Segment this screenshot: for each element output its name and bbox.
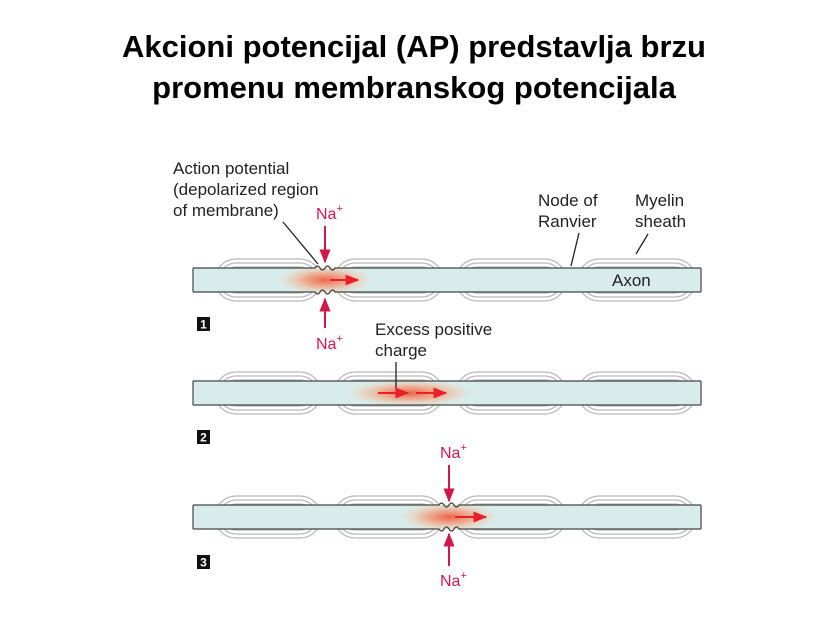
- na-ion-label-row1-bottom: Na+: [316, 333, 343, 353]
- na-ion-label-row1-top: Na+: [316, 203, 343, 223]
- node-of-ranvier-label-line-2: Ranvier: [538, 212, 597, 231]
- myelin-sheath-label-line-2: sheath: [635, 212, 686, 231]
- myelin-pointer-line: [635, 233, 649, 255]
- slide-title-line-2: promenu membranskog potencijala: [152, 70, 676, 105]
- slide-title-line-1: Akcioni potencijal (AP) predstavlja brzu: [122, 29, 706, 64]
- step-badge-3: [197, 555, 210, 569]
- axon-label: Axon: [612, 271, 651, 290]
- axon-membrane-row-3: [192, 502, 702, 532]
- depolarized-region-row-2: [345, 379, 475, 407]
- na-ion-label-row3-bottom: Na+: [440, 570, 467, 590]
- depolarized-region-row-1: [277, 265, 373, 295]
- step-badge-2: [197, 430, 210, 444]
- excess-charge-label-line-2: charge: [375, 341, 427, 360]
- node-pointer-line: [570, 232, 580, 267]
- axon-membrane-row-2: [192, 380, 702, 406]
- step-number-3: 3: [200, 556, 207, 570]
- node-of-ranvier-label-line-1: Node of: [538, 191, 598, 210]
- depolarized-region-row-3: [399, 502, 499, 532]
- ap-pointer-line: [282, 221, 319, 265]
- ap-label-line-1: Action potential: [173, 159, 289, 178]
- axon-membrane-row-1: [192, 265, 702, 295]
- na-ion-label-row3-top: Na+: [440, 442, 467, 462]
- axon-edges: [192, 265, 702, 532]
- slide-title: Akcioni potencijal (AP) predstavlja brzu…: [0, 26, 828, 108]
- ap-label-line-3: of membrane): [173, 201, 279, 220]
- step-number-2: 2: [200, 431, 207, 445]
- excess-charge-label-line-1: Excess positive: [375, 320, 492, 339]
- ap-label-line-2: (depolarized region: [173, 180, 319, 199]
- step-number-1: 1: [200, 318, 207, 332]
- step-badge-1: [197, 317, 210, 331]
- depolarized-regions: [277, 265, 499, 532]
- myelin-sheath-label-line-1: Myelin: [635, 191, 684, 210]
